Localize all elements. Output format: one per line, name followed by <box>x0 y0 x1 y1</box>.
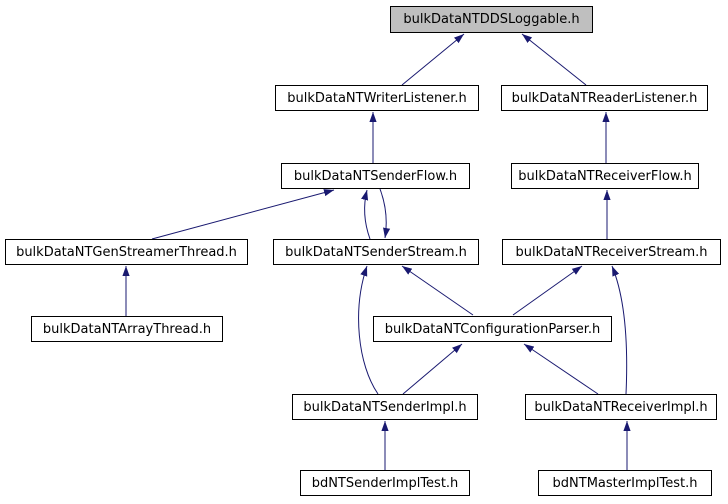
node-label-writer-listener: bulkDataNTWriterListener.h <box>287 90 467 106</box>
node-label-sender-impl-test: bdNTSenderImplTest.h <box>311 475 459 491</box>
node-label-receiver-impl: bulkDataNTReceiverImpl.h <box>534 399 708 415</box>
node-label-gen-streamer-thread: bulkDataNTGenStreamerThread.h <box>16 244 237 260</box>
edge-config-parser-to-sender-stream <box>401 265 474 316</box>
node-receiver-stream[interactable]: bulkDataNTReceiverStream.h <box>502 239 721 265</box>
node-writer-listener[interactable]: bulkDataNTWriterListener.h <box>275 85 479 111</box>
node-label-receiver-stream: bulkDataNTReceiverStream.h <box>515 244 708 260</box>
node-gen-streamer-thread[interactable]: bulkDataNTGenStreamerThread.h <box>5 239 248 265</box>
edge-receiver-impl-to-config-parser <box>523 343 599 395</box>
node-receiver-impl[interactable]: bulkDataNTReceiverImpl.h <box>525 394 717 420</box>
edge-sender-stream-to-sender-flow <box>361 189 371 240</box>
edge-sender-impl-to-sender-stream <box>358 265 379 395</box>
node-receiver-flow[interactable]: bulkDataNTReceiverFlow.h <box>511 163 699 189</box>
node-label-sender-flow: bulkDataNTSenderFlow.h <box>293 168 458 184</box>
edge-sender-impl-to-config-parser <box>402 343 463 395</box>
edge-sender-flow-to-sender-stream <box>379 188 391 239</box>
node-reader-listener[interactable]: bulkDataNTReaderListener.h <box>501 85 708 111</box>
node-label-config-parser: bulkDataNTConfigurationParser.h <box>384 321 601 337</box>
node-label-receiver-flow: bulkDataNTReceiverFlow.h <box>518 168 692 184</box>
node-master-impl-test[interactable]: bdNTMasterImplTest.h <box>538 470 712 496</box>
node-label-reader-listener: bulkDataNTReaderListener.h <box>511 90 698 106</box>
node-sender-impl-test[interactable]: bdNTSenderImplTest.h <box>300 470 470 496</box>
node-label-sender-impl: bulkDataNTSenderImpl.h <box>303 399 467 415</box>
node-sender-impl[interactable]: bulkDataNTSenderImpl.h <box>292 394 478 420</box>
node-label-dds-loggable: bulkDataNTDDSLoggable.h <box>403 12 580 27</box>
node-label-sender-stream: bulkDataNTSenderStream.h <box>285 244 467 260</box>
node-dds-loggable[interactable]: bulkDataNTDDSLoggable.h <box>390 6 593 33</box>
edges-group <box>122 33 631 470</box>
node-sender-flow[interactable]: bulkDataNTSenderFlow.h <box>281 163 470 189</box>
node-label-master-impl-test: bdNTMasterImplTest.h <box>552 475 698 491</box>
edge-receiver-impl-to-receiver-stream <box>611 265 628 395</box>
edge-writer-listener-to-dds-loggable <box>401 33 465 86</box>
edge-config-parser-to-receiver-stream <box>512 265 583 316</box>
node-label-array-thread: bulkDataNTArrayThread.h <box>42 321 212 337</box>
node-array-thread[interactable]: bulkDataNTArrayThread.h <box>31 316 223 342</box>
edge-gen-streamer-thread-to-sender-flow <box>151 189 335 240</box>
node-sender-stream[interactable]: bulkDataNTSenderStream.h <box>273 239 479 265</box>
edge-reader-listener-to-dds-loggable <box>521 33 587 86</box>
node-config-parser[interactable]: bulkDataNTConfigurationParser.h <box>373 316 612 342</box>
